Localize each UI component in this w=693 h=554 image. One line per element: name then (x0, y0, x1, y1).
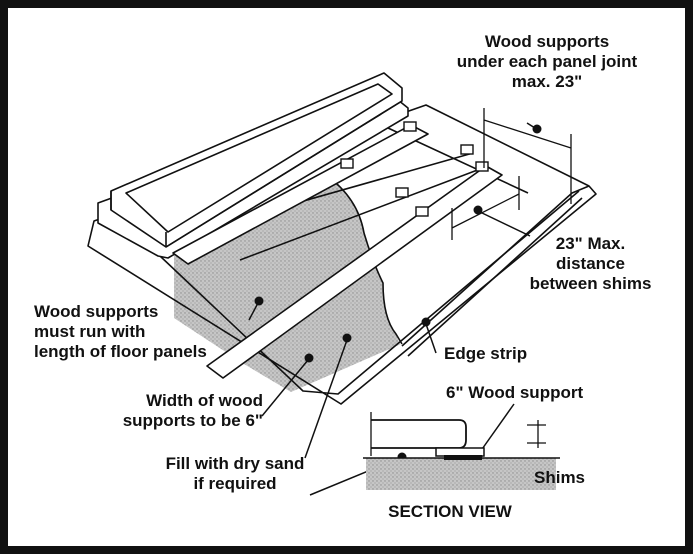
label-shims: Shims (534, 468, 614, 488)
leader-max-distance (479, 211, 531, 237)
stack-edge-lines (110, 100, 403, 248)
leader-wood-supports-run (248, 302, 259, 321)
leader-six-inch (479, 403, 515, 453)
leader-fill-sand (304, 339, 348, 459)
label-line: max. 23" (511, 72, 583, 91)
shim-block (460, 144, 474, 155)
section-view-detail (363, 412, 560, 490)
label-wood-supports-joint: Wood supports under each panel joint max… (432, 32, 662, 92)
label-fill-sand: Fill with dry sand if required (140, 454, 330, 494)
leader-dot (342, 333, 352, 343)
label-max-distance-shims: 23" Max. distance between shims (513, 234, 668, 294)
shim-block (475, 161, 489, 172)
label-line: Shims (534, 468, 586, 487)
base-inner-edge (159, 190, 580, 395)
wood-support-front (206, 165, 503, 379)
label-line: Edge strip (444, 344, 528, 363)
shim-blocks (340, 121, 489, 217)
stack-top-inner (125, 83, 393, 233)
leader-dot (473, 205, 483, 215)
base-outline (87, 104, 597, 405)
dim-max-23-top (483, 108, 572, 204)
leader-dot (254, 296, 264, 306)
section-panel (371, 419, 467, 449)
label-line: Fill with dry sand (165, 454, 305, 473)
label-line: under each panel joint (456, 52, 638, 71)
wood-support-back (172, 124, 429, 265)
label-line: Wood supports (34, 302, 159, 321)
leader-width-supports (261, 359, 309, 417)
shim-block (340, 158, 354, 169)
section-panel-dim (370, 412, 546, 456)
leader-dot (421, 317, 431, 327)
dim-shim-distance (451, 176, 520, 240)
label-edge-strip: Edge strip (444, 344, 564, 364)
label-line: length of floor panels (34, 342, 207, 361)
label-six-inch-support: 6" Wood support (446, 383, 616, 403)
label-line: 23" Max. (555, 234, 626, 253)
label-line: 6" Wood support (446, 383, 584, 402)
floor-installation-drawing (87, 72, 597, 496)
label-line: Width of wood (146, 391, 263, 410)
label-line: Wood supports (484, 32, 610, 51)
label-line: must run with (34, 322, 146, 341)
leader-dot (304, 353, 314, 363)
section-shims (444, 455, 482, 460)
section-wood-support (435, 447, 485, 457)
label-width-supports: Width of wood supports to be 6" (88, 391, 263, 431)
label-wood-supports-run: Wood supports must run with length of fl… (34, 302, 254, 362)
leader-edge-strip (425, 323, 437, 354)
label-line: distance (556, 254, 625, 273)
section-ground (366, 458, 556, 490)
edge-strip-outline (401, 185, 590, 357)
shim-block (415, 206, 429, 217)
shim-block (403, 121, 417, 132)
stacked-panels (97, 72, 409, 259)
label-line: between shims (529, 274, 652, 293)
dimension-lines (451, 108, 572, 240)
label-section-view: SECTION VIEW (360, 502, 540, 522)
wood-supports (172, 124, 503, 379)
label-line: supports to be 6" (122, 411, 263, 430)
shim-block (395, 187, 409, 198)
label-line: SECTION VIEW (388, 502, 512, 521)
label-line: if required (193, 474, 277, 493)
leader-dot (532, 124, 542, 134)
